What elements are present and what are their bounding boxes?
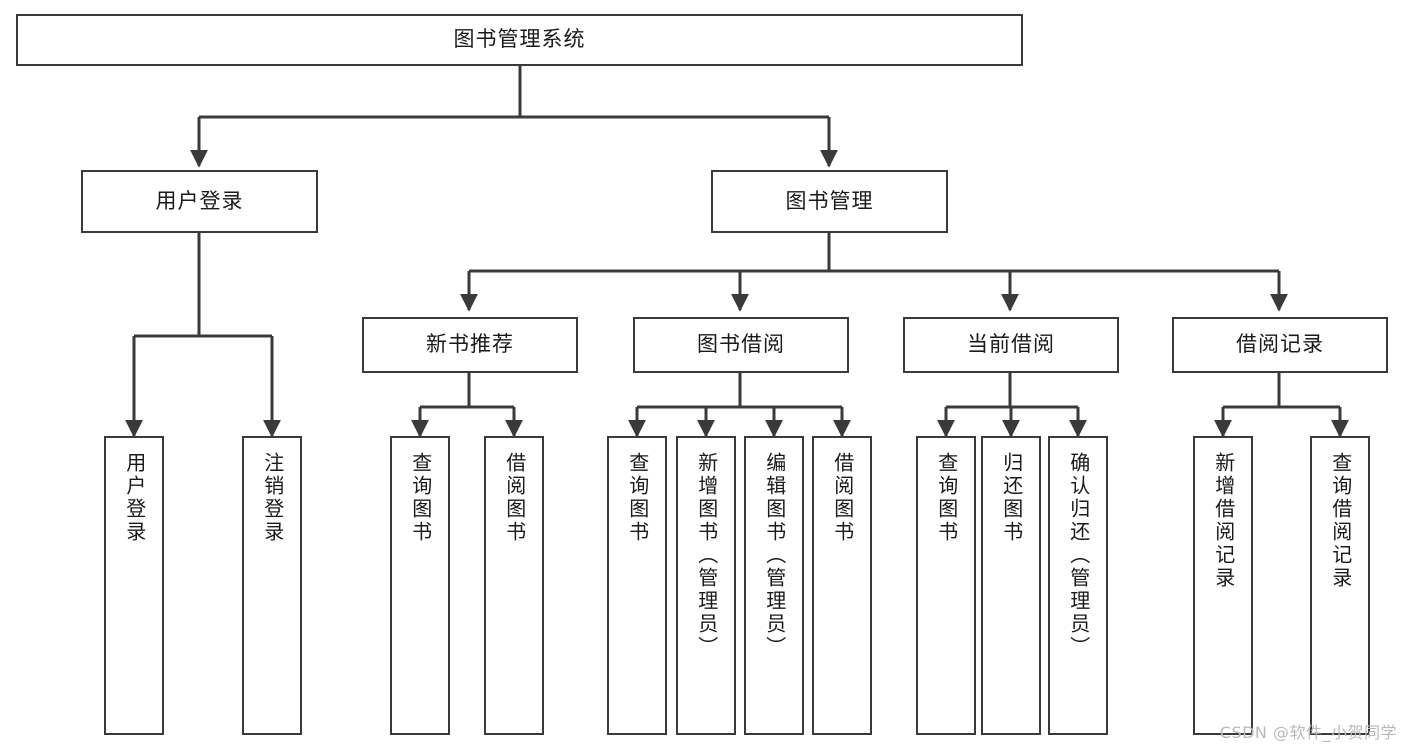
node-label: 借阅图书 xyxy=(830,452,855,544)
node-label: 图书管理系统 xyxy=(453,27,586,52)
leaf-current-confirm-return[interactable]: 确认归还（管理员） xyxy=(1048,436,1108,735)
leaf-record-add-record[interactable]: 新增借阅记录 xyxy=(1193,436,1253,735)
leaf-borrow-borrow-book[interactable]: 借阅图书 xyxy=(812,436,872,735)
node-label: 新增借阅记录 xyxy=(1211,452,1236,590)
leaf-borrow-add-book[interactable]: 新增图书（管理员） xyxy=(676,436,736,735)
node-label: 当前借阅 xyxy=(967,332,1055,357)
node-label: 图书管理 xyxy=(785,188,874,213)
node-user-login[interactable]: 用户登录 xyxy=(81,170,318,233)
node-label: 确认归还（管理员） xyxy=(1066,452,1091,659)
node-label: 查询借阅记录 xyxy=(1328,452,1353,590)
node-label: 借阅记录 xyxy=(1236,332,1324,357)
node-label: 新书推荐 xyxy=(426,332,514,357)
node-new-book-recommend[interactable]: 新书推荐 xyxy=(362,317,578,373)
node-book-borrow[interactable]: 图书借阅 xyxy=(633,317,849,373)
node-label: 用户登录 xyxy=(155,188,244,213)
leaf-borrow-query-book[interactable]: 查询图书 xyxy=(607,436,667,735)
node-label: 查询图书 xyxy=(934,452,959,544)
node-book-management[interactable]: 图书管理 xyxy=(711,170,948,233)
node-borrow-record[interactable]: 借阅记录 xyxy=(1172,317,1388,373)
node-root-system[interactable]: 图书管理系统 xyxy=(16,14,1023,66)
node-label: 注销登录 xyxy=(260,452,285,544)
node-label: 归还图书 xyxy=(999,452,1024,544)
leaf-current-query-book[interactable]: 查询图书 xyxy=(916,436,976,735)
leaf-new-book-query[interactable]: 查询图书 xyxy=(390,436,450,735)
node-label: 借阅图书 xyxy=(502,452,527,544)
node-label: 查询图书 xyxy=(408,452,433,544)
node-label: 查询图书 xyxy=(625,452,650,544)
node-current-borrow[interactable]: 当前借阅 xyxy=(903,317,1119,373)
node-label: 用户登录 xyxy=(122,452,147,544)
watermark: CSDN @软件_小贺同学 xyxy=(1219,723,1397,742)
node-label: 图书借阅 xyxy=(697,332,785,357)
node-label: 新增图书（管理员） xyxy=(694,452,719,659)
node-label: 编辑图书（管理员） xyxy=(762,452,787,659)
leaf-new-book-borrow[interactable]: 借阅图书 xyxy=(484,436,544,735)
leaf-record-query-record[interactable]: 查询借阅记录 xyxy=(1310,436,1370,735)
leaf-user-login-logout[interactable]: 注销登录 xyxy=(242,436,302,735)
leaf-current-return-book[interactable]: 归还图书 xyxy=(981,436,1041,735)
leaf-borrow-edit-book[interactable]: 编辑图书（管理员） xyxy=(744,436,804,735)
leaf-user-login-login[interactable]: 用户登录 xyxy=(104,436,164,735)
